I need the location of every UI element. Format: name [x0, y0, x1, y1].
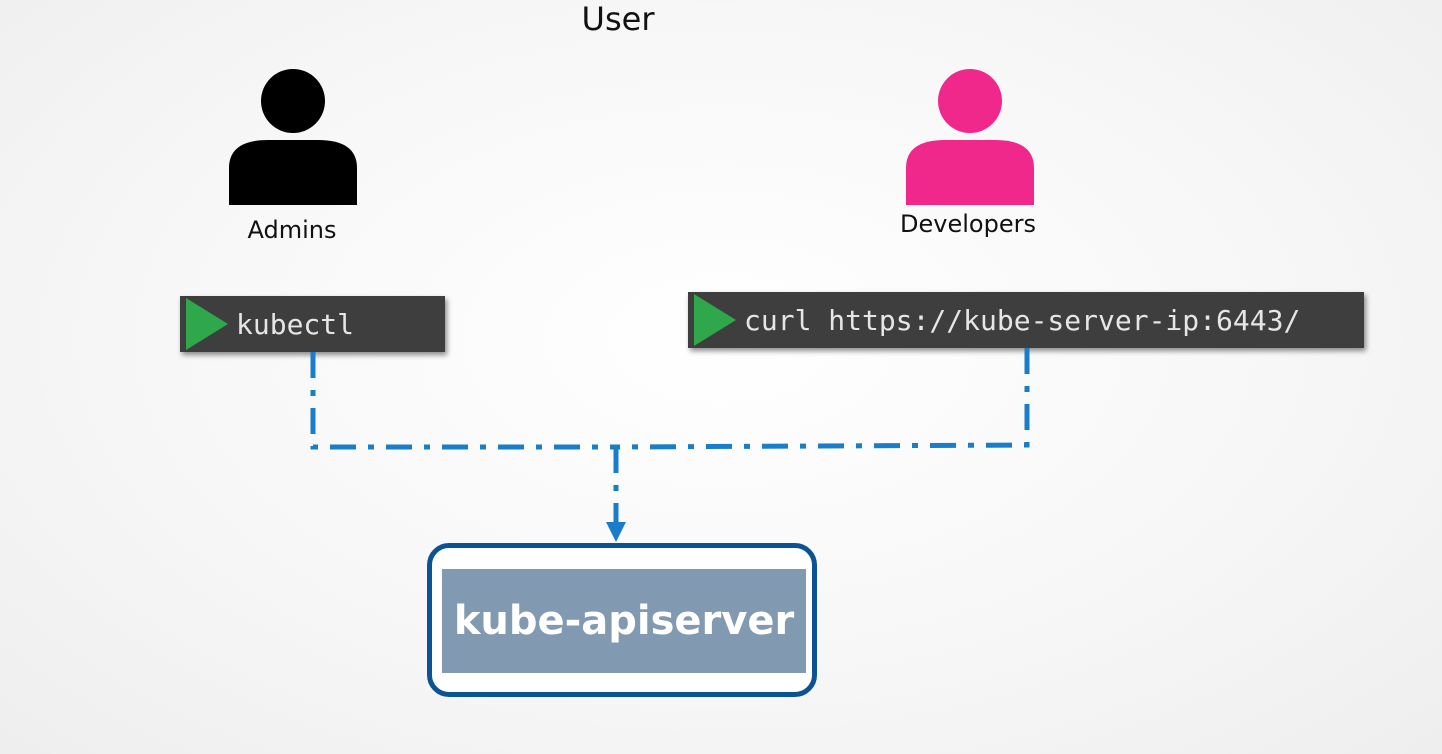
developers-person — [905, 68, 1035, 208]
kubectl-terminal: kubectl — [180, 296, 445, 352]
developers-person-icon — [906, 69, 1034, 205]
curl-command: curl https://kube-server-ip:6443/ — [744, 303, 1301, 337]
diagram-title: User — [581, 0, 655, 38]
kubectl-command: kubectl — [236, 307, 355, 341]
admins-person — [228, 68, 358, 208]
developers-label: Developers — [900, 210, 1036, 238]
developer-connector — [615, 348, 1030, 450]
admins-label: Admins — [247, 216, 337, 244]
kube-apiserver-label: kube-apiserver — [453, 598, 795, 644]
play-icon — [186, 298, 228, 350]
admins-person-icon — [229, 69, 357, 205]
play-icon — [694, 294, 736, 346]
arrow-head-icon — [606, 522, 626, 542]
kube-apiserver-box: kube-apiserver — [442, 569, 806, 673]
admin-connector — [310, 352, 616, 450]
curl-terminal: curl https://kube-server-ip:6443/ — [688, 292, 1364, 348]
